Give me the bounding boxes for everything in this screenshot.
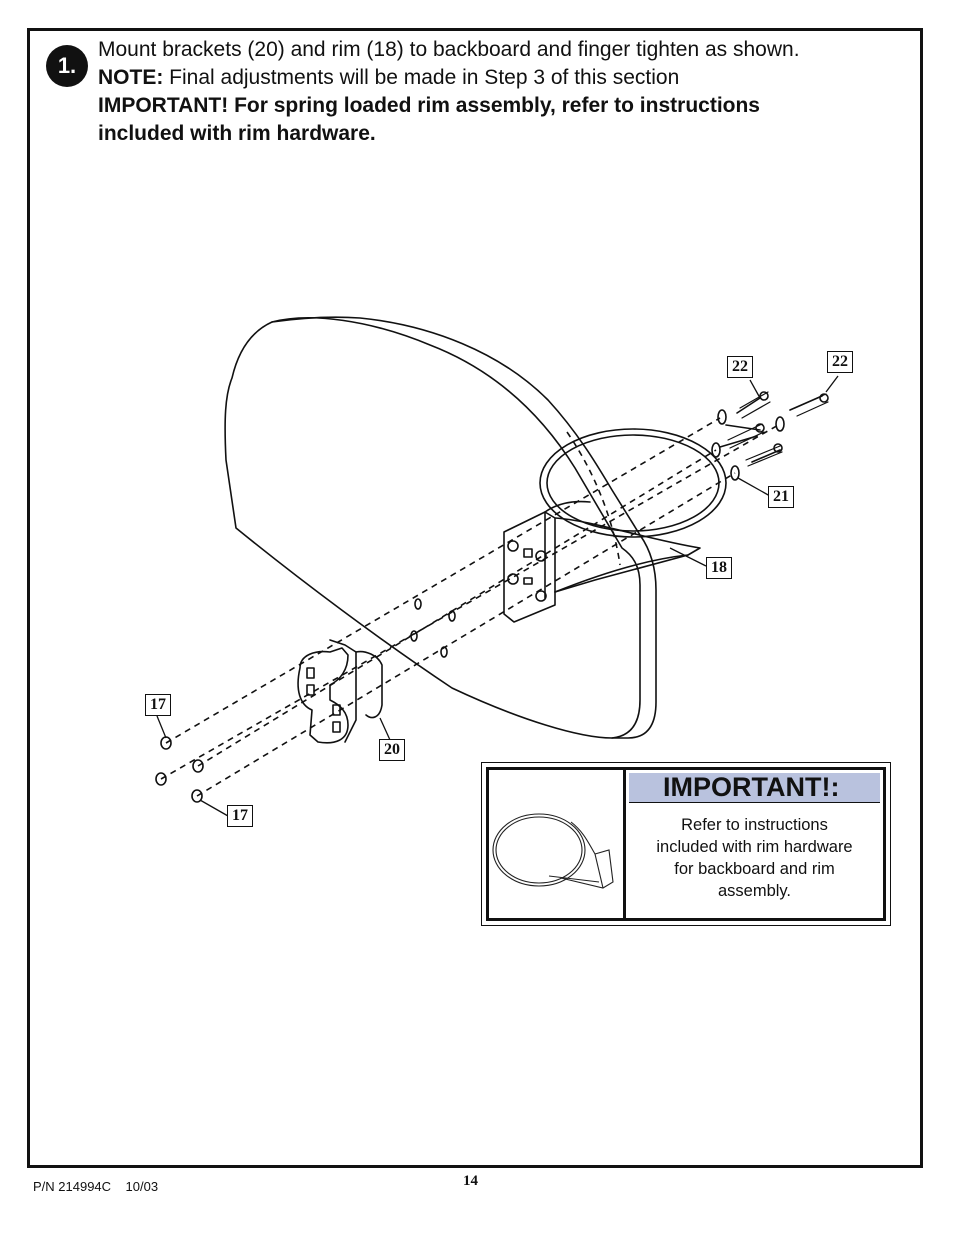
important-text-line: included with rim hardware	[656, 838, 853, 856]
part-number: P/N 214994C	[33, 1179, 112, 1194]
note-text: Final adjustments will be made in Step 3…	[163, 66, 680, 89]
important-box-inner: IMPORTANT!: Refer to instructions includ…	[486, 767, 886, 921]
callout-17-bottom: 17	[227, 805, 253, 827]
important-box: IMPORTANT!: Refer to instructions includ…	[481, 762, 891, 926]
callout-22-left: 22	[727, 356, 753, 378]
callout-22-right: 22	[827, 351, 853, 373]
callout-17-top: 17	[145, 694, 171, 716]
date: 10/03	[125, 1179, 159, 1194]
page-number: 14	[463, 1173, 478, 1189]
callout-20: 20	[379, 739, 405, 761]
callout-18: 18	[706, 557, 732, 579]
step-instructions: Mount brackets (20) and rim (18) to back…	[98, 36, 898, 148]
step-number-badge: 1.	[46, 45, 88, 87]
important-heading: IMPORTANT!:	[629, 772, 880, 803]
page-frame	[27, 28, 923, 1168]
note-label: NOTE:	[98, 66, 164, 89]
rim-thumbnail-drawing	[492, 813, 614, 889]
important-text-line: assembly.	[717, 882, 792, 900]
rim-outer	[539, 428, 727, 538]
rim-thumbnail	[489, 770, 626, 918]
important-line-1: IMPORTANT! For spring loaded rim assembl…	[98, 94, 760, 117]
rim-mount	[503, 511, 556, 623]
callout-21: 21	[768, 486, 794, 508]
important-text-line: Refer to instructions	[681, 816, 828, 834]
important-text: Refer to instructions included with rim …	[629, 814, 880, 902]
backboard	[224, 317, 641, 739]
instruction-line: Mount brackets (20) and rim (18) to back…	[98, 38, 800, 61]
important-line-2: included with rim hardware.	[98, 122, 376, 145]
backboard-edge	[271, 316, 657, 739]
bracket	[297, 647, 349, 744]
note-line: NOTE: Final adjustments will be made in …	[98, 64, 898, 92]
footer-part-number: P/N 214994C 10/03	[33, 1179, 158, 1194]
rim-inner	[546, 434, 720, 532]
important-text-line: for backboard and rim	[674, 860, 835, 878]
